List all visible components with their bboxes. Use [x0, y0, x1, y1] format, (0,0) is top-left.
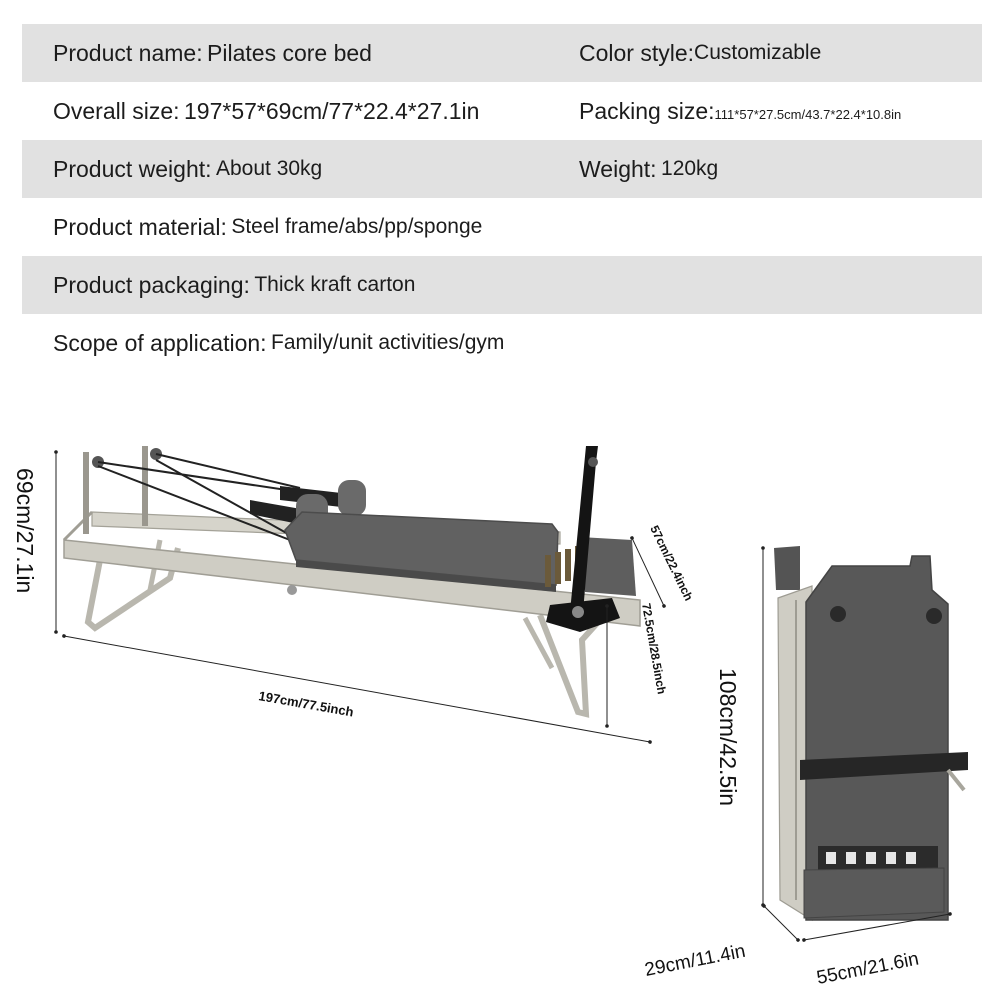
standing-platform — [580, 537, 636, 596]
pulley-post-2 — [142, 446, 148, 526]
spec-value: Family/unit activities/gym — [271, 331, 505, 354]
spec-product-name: Product name: Pilates core bed — [53, 24, 372, 82]
spec-row-2: Overall size: 197*57*69cm/77*22.4*27.1in… — [22, 82, 982, 140]
footbar — [570, 446, 598, 612]
frame-knob — [287, 585, 297, 595]
spec-value: 197*57*69cm/77*22.4*27.1in — [184, 97, 480, 124]
reformer-image — [62, 446, 641, 718]
folded-bracket — [946, 768, 966, 792]
spec-label: Product packaging: — [53, 271, 250, 298]
spec-label: Color style: — [579, 39, 695, 66]
spec-row-1: Product name: Pilates core bed Color sty… — [22, 24, 982, 82]
folded-height-label: 108cm/42.5in — [715, 668, 741, 806]
carriage-side — [296, 560, 556, 592]
spec-scope: Scope of application: Family/unit activi… — [53, 314, 504, 372]
width-dimension-line — [630, 536, 666, 608]
folded-strap — [800, 752, 968, 780]
footbar-knob — [588, 457, 598, 467]
spec-label: Weight: — [579, 155, 657, 182]
spec-value: Pilates core bed — [207, 39, 372, 66]
length-dimension-line — [62, 634, 652, 744]
folded-knob-2 — [926, 608, 942, 624]
rope — [97, 461, 301, 493]
folded-spring-bay — [818, 846, 938, 870]
leg-height-dimension-label: 72.5cm/28.5inch — [639, 602, 669, 695]
spec-label: Product weight: — [53, 155, 212, 182]
spec-row-6: Scope of application: Family/unit activi… — [22, 314, 982, 372]
spec-value: 111*57*27.5cm/43.7*22.4*10.8in — [714, 106, 902, 122]
bracket-bolt — [572, 606, 584, 618]
spec-value: 120kg — [661, 157, 719, 180]
spec-product-weight: Product weight: About 30kg — [53, 140, 322, 198]
spec-row-4: Product material: Steel frame/abs/pp/spo… — [22, 198, 982, 256]
pulley-post — [83, 452, 89, 534]
folded-width-label: 55cm/21.6in — [815, 949, 921, 989]
spec-table: Product name: Pilates core bed Color sty… — [22, 24, 982, 372]
length-dimension-label: 197cm/77.5inch — [257, 688, 354, 719]
folded-springs — [826, 852, 916, 864]
spec-value: Customizable — [694, 41, 822, 64]
spec-value: About 30kg — [215, 157, 323, 180]
spec-label: Product material: — [53, 213, 227, 240]
rope-3 — [97, 465, 291, 541]
spec-color-style: Color style:Customizable — [579, 24, 821, 82]
folded-bottom-pad — [803, 867, 945, 919]
width-dimension-label: 57cm/22.4inch — [647, 523, 696, 603]
folded-depth-line — [762, 904, 800, 942]
folded-width-line — [802, 912, 952, 942]
spec-weight: Weight: 120kg — [579, 140, 718, 198]
spec-row-3: Product weight: About 30kg Weight: 120kg — [22, 140, 982, 198]
folded-knob — [830, 606, 846, 622]
spec-value: Thick kraft carton — [254, 273, 416, 296]
rope-2 — [155, 453, 301, 489]
spec-label: Product name: — [53, 39, 203, 66]
spec-label: Scope of application: — [53, 329, 267, 356]
spec-overall-size: Overall size: 197*57*69cm/77*22.4*27.1in — [53, 82, 479, 140]
spec-value: Steel frame/abs/pp/sponge — [231, 215, 483, 238]
shoulder-block-2 — [338, 480, 366, 516]
spec-row-5: Product packaging: Thick kraft carton — [22, 256, 982, 314]
spec-label: Packing size: — [579, 97, 715, 124]
rope-4 — [155, 459, 291, 536]
height-dimension-label: 69cm/27.1in — [12, 468, 38, 593]
folded-depth-label: 29cm/11.4in — [643, 941, 747, 981]
folded-reformer-image — [774, 546, 968, 922]
spec-product-packaging: Product packaging: Thick kraft carton — [53, 256, 415, 314]
spec-product-material: Product material: Steel frame/abs/pp/spo… — [53, 198, 482, 256]
folded-headrest — [774, 546, 800, 590]
spec-packing-size: Packing size:111*57*27.5cm/43.7*22.4*10.… — [579, 82, 901, 140]
spec-label: Overall size: — [53, 97, 180, 124]
